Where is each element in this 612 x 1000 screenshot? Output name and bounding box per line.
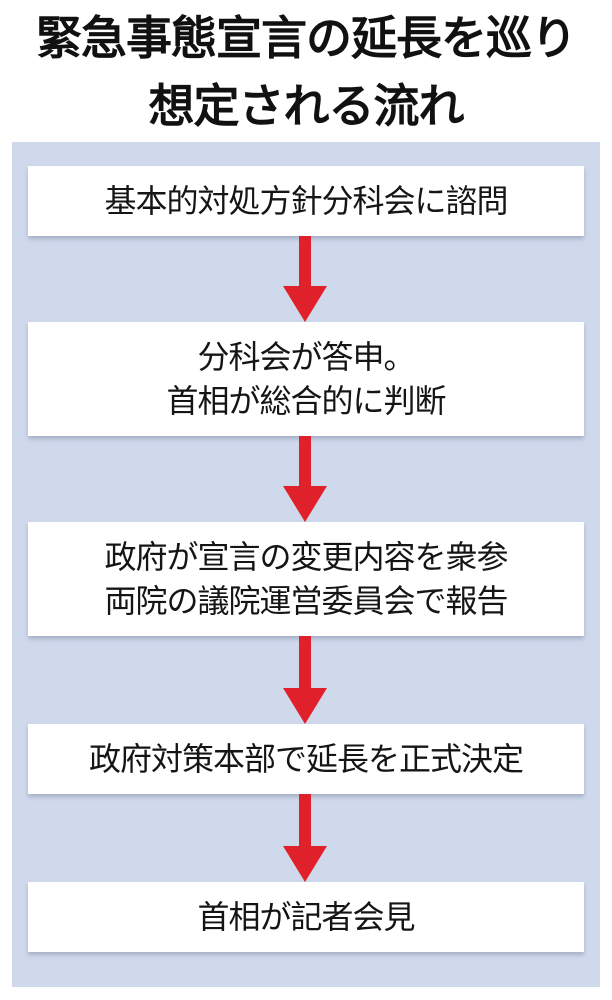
arrow-down-icon bbox=[283, 436, 327, 522]
arrow-down-icon bbox=[283, 794, 327, 882]
step-1-text: 基本的対処方針分科会に諮問 bbox=[104, 182, 508, 220]
title-line-1: 緊急事態宣言の延長を巡り bbox=[36, 11, 577, 65]
arrow-down-icon bbox=[283, 636, 327, 724]
step-3-box: 政府が宣言の変更内容を衆参 両院の議院運営委員会で報告 bbox=[28, 522, 584, 636]
step-5-box: 首相が記者会見 bbox=[28, 882, 584, 952]
step-4-box: 政府対策本部で延長を正式決定 bbox=[28, 724, 584, 794]
arrow-down-icon bbox=[283, 236, 327, 322]
step-3-text-line-1: 政府が宣言の変更内容を衆参 bbox=[104, 538, 508, 576]
step-3-text-line-2: 両院の議院運営委員会で報告 bbox=[104, 582, 508, 620]
step-2-text-line-2: 首相が総合的に判断 bbox=[166, 382, 446, 420]
step-2-box: 分科会が答申。 首相が総合的に判断 bbox=[28, 322, 584, 436]
step-5-text: 首相が記者会見 bbox=[197, 898, 415, 936]
title-line-2: 想定される流れ bbox=[148, 79, 465, 133]
step-1-box: 基本的対処方針分科会に諮問 bbox=[28, 166, 584, 236]
step-4-text: 政府対策本部で延長を正式決定 bbox=[88, 740, 524, 778]
step-2-text-line-1: 分科会が答申。 bbox=[197, 338, 415, 376]
